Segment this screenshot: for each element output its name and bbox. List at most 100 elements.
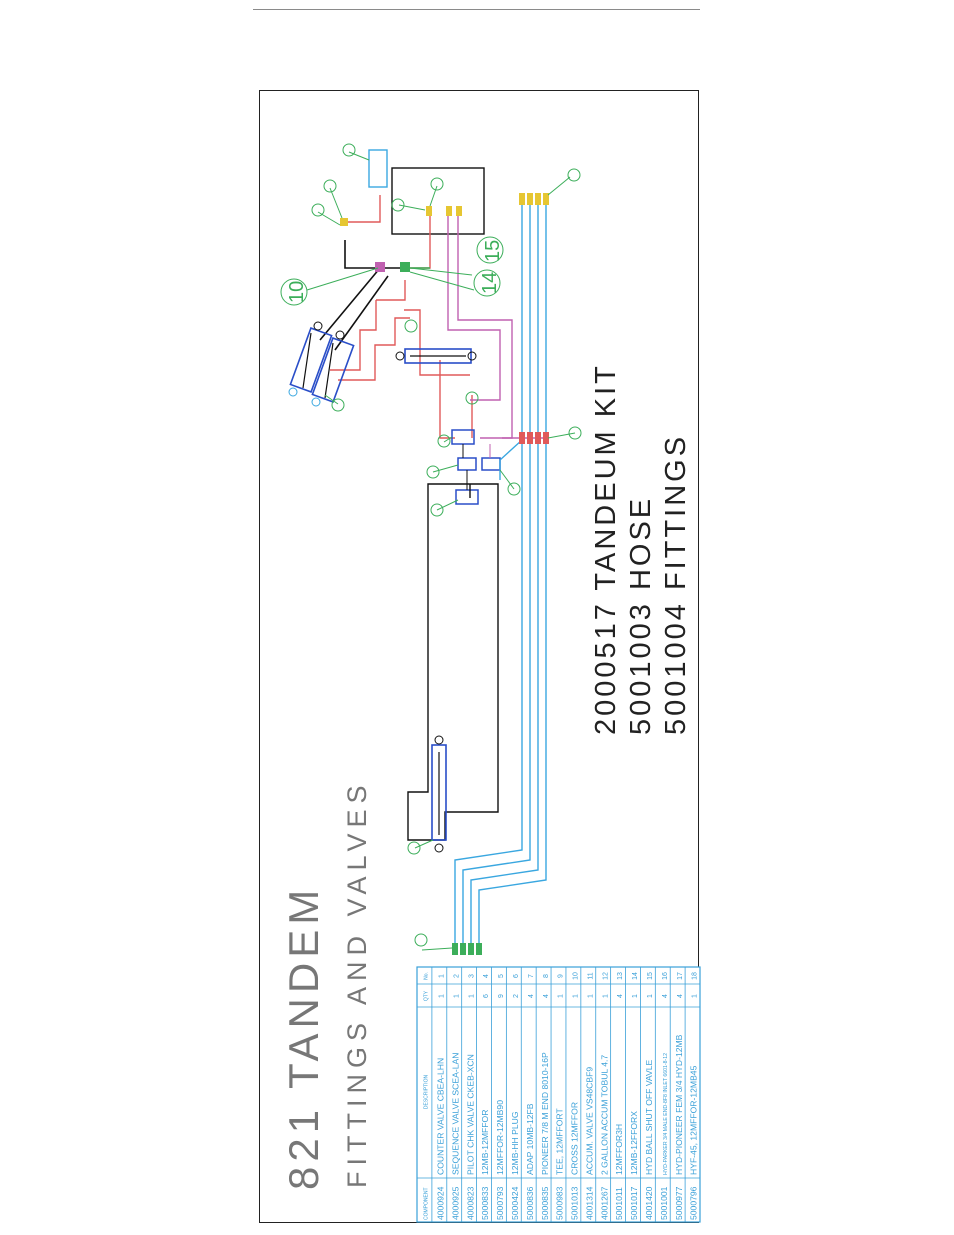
bom-cell-component: 5000793	[495, 1186, 505, 1220]
bom-cell-description: HYF-45, 12MFFOR-12MB45	[689, 1065, 699, 1175]
lift-cylinder-1	[288, 321, 333, 397]
bom-cell-qty: 1	[602, 994, 609, 998]
bom-cell-qty: 9	[498, 994, 505, 998]
drawing-title: 821 TANDEM	[280, 885, 327, 1190]
bom-cell-description: HYD BALL SHUT OFF VAVLE	[644, 1059, 654, 1175]
bom-cell-description: COUNTER VALVE CBEA-LHN	[436, 1058, 446, 1175]
bom-cell-no: 3	[468, 974, 475, 978]
bom-cell-qty: 1	[439, 994, 446, 998]
bom-cell-component: 4000823	[465, 1186, 475, 1220]
bom-header-qty: QTY	[424, 990, 430, 1001]
tilt-cylinder	[395, 348, 477, 364]
bom-cell-qty: 1	[587, 994, 594, 998]
kit-line-3: 5001004 FITTINGS	[660, 434, 692, 735]
bom-header-component: COMPONENT	[424, 1188, 430, 1221]
bom-cell-no: 4	[483, 974, 490, 978]
bom-cell-qty: 4	[677, 994, 684, 998]
bom-cell-no: 8	[543, 974, 550, 978]
bom-cell-qty: 1	[632, 994, 639, 998]
bom-cell-description: SEQUENCE VALVE SCEA-LAN	[450, 1053, 460, 1175]
bom-cell-qty: 1	[468, 994, 475, 998]
kit-line-2: 5001003 HOSE	[625, 496, 657, 735]
bom-cell-description: HYD-PARKER 3/4 MALE END-8F8 INLET 6601-8…	[663, 1053, 669, 1175]
bom-cell-description: PILOT CHK VALVE CKEB-XCN	[465, 1054, 475, 1175]
bom-cell-description: TEE, 12MFFORT	[555, 1108, 565, 1175]
bom-cell-description: 12MB-12MFFOR	[480, 1110, 490, 1175]
kit-line-1: 2000517 TANDEUM KIT	[590, 363, 622, 735]
bom-cell-qty: 6	[483, 994, 490, 998]
tandem-cylinder	[431, 735, 447, 853]
bom-cell-component: 5001017	[629, 1186, 639, 1220]
bom-cell-no: 11	[587, 972, 594, 979]
bom-cell-qty: 1	[558, 994, 565, 998]
fittings	[340, 193, 549, 955]
bom-cell-no: 15	[647, 972, 654, 980]
bom-cell-description: 12MB-12FFORX	[629, 1111, 639, 1175]
bom-cell-no: 17	[677, 972, 684, 980]
callout-14: 14	[479, 272, 501, 294]
bom-cell-component: 5000833	[480, 1186, 490, 1220]
bom-cell-qty: 4	[543, 994, 550, 998]
bom-cell-no: 1	[439, 974, 446, 978]
bom-cell-description: ADAP 10MB-12FB	[525, 1103, 535, 1175]
bom-cell-component: 4001267	[599, 1186, 609, 1220]
bom-cell-component: 5001001	[659, 1186, 669, 1220]
top-rule	[253, 9, 700, 10]
bom-cell-qty: 4	[617, 994, 624, 998]
bom-cell-description: ACCUM. VALVE VS48CBF9	[584, 1067, 594, 1175]
drawing-subtitle: FITTINGS AND VALVES	[342, 779, 372, 1188]
bom-cell-qty: 1	[573, 994, 580, 998]
bom-cell-no: 6	[513, 974, 520, 978]
bom-cell-qty: 2	[513, 994, 520, 998]
bom-cell-component: 5000796	[689, 1186, 699, 1220]
bom-cell-no: 13	[617, 972, 624, 980]
bom-cell-no: 2	[453, 974, 460, 978]
bom-cell-no: 10	[573, 972, 580, 980]
bom-cell-no: 7	[528, 974, 535, 978]
bom-cell-component: 4000924	[436, 1186, 446, 1220]
bom-cell-component: 4000925	[450, 1186, 460, 1220]
callout-10: 10	[286, 281, 308, 303]
bom-cell-description: CROSS 12MFFOR	[570, 1102, 580, 1175]
frame-rails	[407, 483, 499, 841]
bom-cell-qty: 1	[647, 994, 654, 998]
bom-cell-component: 5000835	[540, 1186, 550, 1220]
hose-lines-lower	[454, 439, 547, 950]
bom-cell-no: 12	[602, 972, 609, 980]
bom-cell-no: 9	[558, 974, 565, 978]
bom-header-description: DESCRIPTION	[424, 1075, 430, 1110]
bom-header-no: No.	[424, 972, 430, 980]
callouts	[280, 143, 582, 951]
bom-cell-component: 5000836	[525, 1186, 535, 1220]
bom-cell-qty: 4	[662, 994, 669, 998]
bom-cell-component: 5000424	[510, 1186, 520, 1220]
hose-lines-upper	[319, 195, 547, 440]
bom-table: COMPONENT DESCRIPTION QTY No. 4000924 COUNTER…	[416, 966, 701, 1223]
bom-cell-description: 12MFFOR3H	[614, 1124, 624, 1175]
bom-cell-component: 5000983	[555, 1186, 565, 1220]
bom-cell-description: 12MFFOR-12MB90	[495, 1100, 505, 1175]
bom-cell-qty: 1	[692, 994, 699, 998]
bom-cell-no: 5	[498, 974, 505, 978]
bom-cell-no: 14	[632, 972, 639, 980]
bom-cell-description: HYD-PIONEER FEM 3/4 HYD-12MB	[674, 1034, 684, 1175]
bom-cell-component: 4001420	[644, 1186, 654, 1220]
callout-15: 15	[482, 240, 504, 262]
bom-cell-description: 12MB-HH PLUG	[510, 1111, 520, 1175]
bom-cell-description: 2 GALLON ACCUM TOBUL 4.7	[599, 1055, 609, 1175]
bom-cell-qty: 1	[453, 994, 460, 998]
lift-cylinder-2	[311, 330, 355, 407]
bom-cell-component: 5000977	[674, 1186, 684, 1220]
valve-block	[451, 429, 501, 505]
bom-cell-no: 16	[662, 972, 669, 980]
bom-cell-qty: 4	[528, 994, 535, 998]
bom-cell-component: 4001314	[584, 1186, 594, 1220]
bom-cell-component: 5001013	[570, 1186, 580, 1220]
bom-cell-no: 18	[692, 972, 699, 980]
bom-cell-component: 5001011	[614, 1187, 624, 1220]
reservoir-box	[391, 167, 485, 235]
accumulator-box	[368, 149, 388, 188]
bom-cell-description: PIONEER 7/8 M END 8010-16P	[540, 1052, 550, 1175]
